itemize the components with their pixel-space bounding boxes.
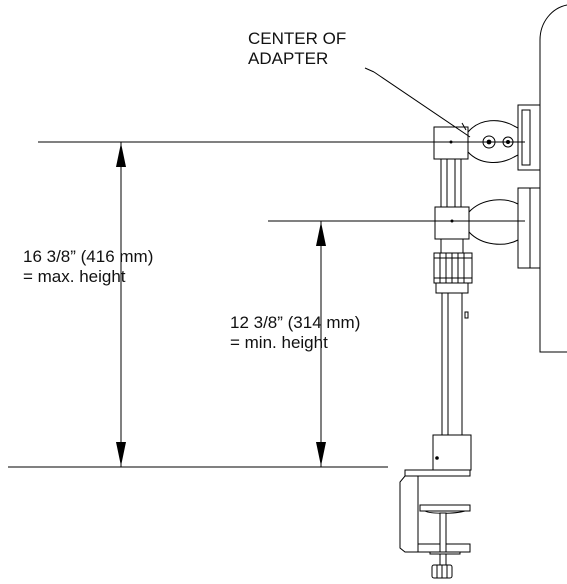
min-height-dimension	[316, 221, 326, 467]
knurled-collar	[433, 252, 473, 284]
monitor-outline	[517, 4, 567, 353]
center-leader	[364, 67, 471, 138]
max-height-dimension	[116, 142, 126, 467]
center-of-adapter-label: CENTER OF ADAPTER	[248, 29, 346, 69]
max-label-line1: 16 3/8” (416 mm)	[23, 247, 154, 266]
min-height-label: 12 3/8” (314 mm) = min. height	[230, 313, 360, 353]
max-height-label: 16 3/8” (416 mm) = max. height	[23, 247, 153, 287]
center-label-line1: CENTER OF	[248, 29, 347, 48]
desk-clamp	[399, 469, 471, 579]
upper-pole	[440, 158, 464, 254]
lower-pole	[432, 282, 472, 471]
min-label-line2: = min. height	[230, 333, 328, 352]
max-label-line2: = max. height	[23, 267, 126, 286]
reference-lines	[8, 141, 525, 468]
lower-adapter	[434, 199, 519, 245]
min-label-line1: 12 3/8” (314 mm)	[230, 313, 361, 332]
center-label-line2: ADAPTER	[248, 49, 329, 68]
